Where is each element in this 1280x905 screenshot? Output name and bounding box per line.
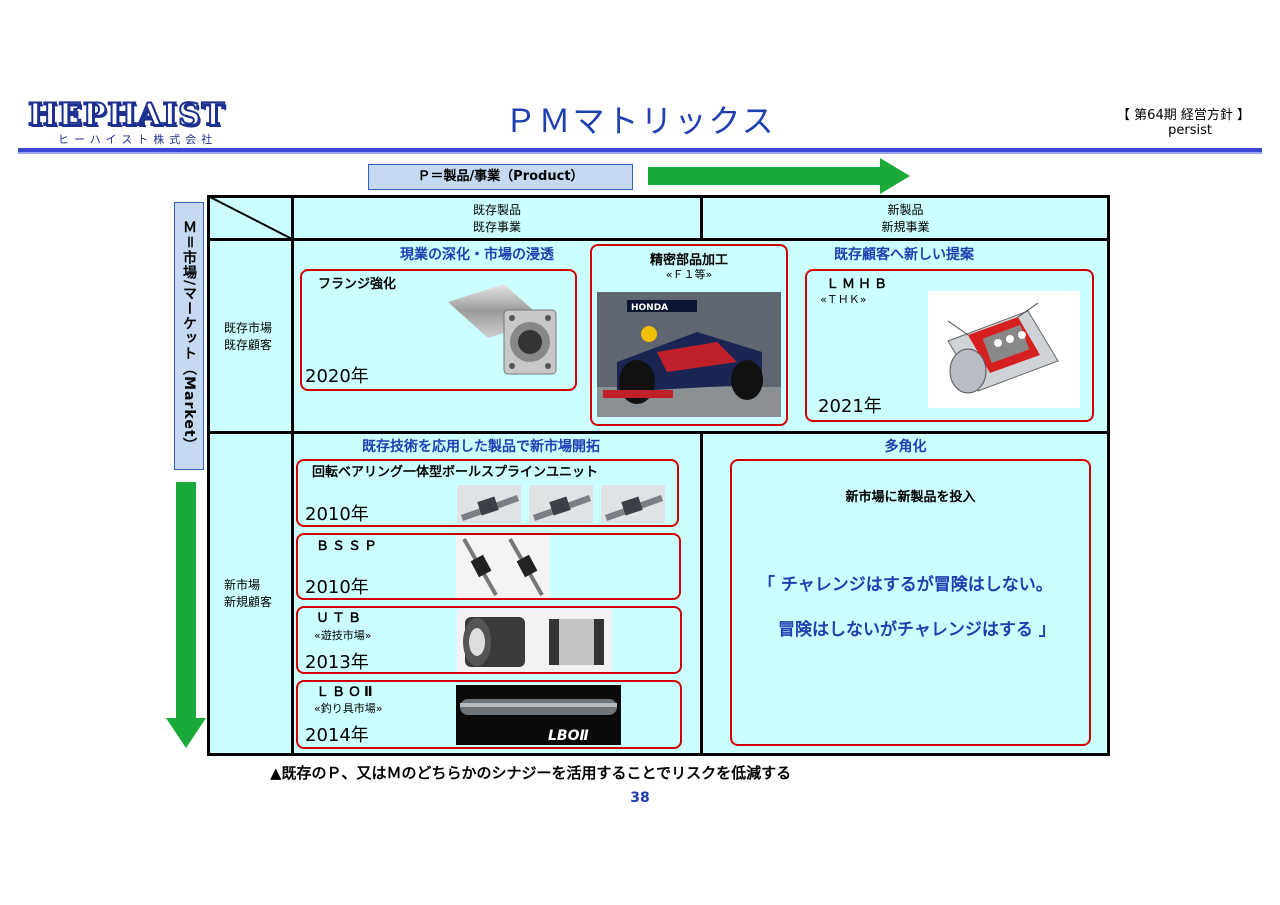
flange-year: 2020年 xyxy=(305,366,369,387)
diversification-text: 新市場に新製品を投入 xyxy=(845,490,976,505)
f1-car-image: HONDA xyxy=(597,292,781,417)
q1-heading: 現業の深化・市場の浸透 xyxy=(400,247,554,263)
motto-line2: 冒険はしないがチャレンジはする 」 xyxy=(778,620,1056,640)
arrow-down-icon xyxy=(166,482,206,748)
bssp-name: ＢＳＳＰ xyxy=(316,539,381,554)
page-number: 38 xyxy=(630,790,650,806)
company-name: ヒーハイスト株式会社 xyxy=(58,133,218,146)
pm-matrix xyxy=(207,195,1110,756)
lmhb-sub: «ＴＨＫ» xyxy=(820,293,867,306)
q3-heading: 既存技術を応用した製品で新市場開拓 xyxy=(362,439,600,455)
row-existing-market-line2: 既存顧客 xyxy=(224,338,273,352)
lmhb-diagram-image xyxy=(928,291,1080,408)
footer-note: ▲既存のＰ、又はＭのどちらかのシナジーを活用することでリスクを低減する xyxy=(270,764,792,782)
precision-parts-sub: «Ｆ１等» xyxy=(665,268,713,281)
product-axis-label: Ｐ＝製品/事業（Product） xyxy=(368,164,633,190)
col-existing-product-line2: 既存事業 xyxy=(472,220,521,234)
page-title: ＰＭマトリックス xyxy=(504,102,776,140)
utb-sub: «遊技市場» xyxy=(314,629,372,642)
flange-bushing-image xyxy=(448,284,557,375)
bssp-year: 2010年 xyxy=(305,577,369,598)
lbo-sub: «釣り具市場» xyxy=(314,702,383,715)
q4-heading: 多角化 xyxy=(884,439,927,455)
row-new-market-line1: 新市場 xyxy=(224,578,261,592)
utb-year: 2013年 xyxy=(305,652,369,673)
term-label: 【 第64期 経営方針 】 xyxy=(1117,108,1250,123)
lmhb-year: 2021年 xyxy=(818,396,882,417)
ball-spline-images xyxy=(457,485,665,523)
grid-line xyxy=(207,431,1110,434)
theme-label: persist xyxy=(1168,123,1212,138)
lbo-name: ＬＢＯⅡ xyxy=(316,685,376,700)
company-logo: HEPHAIST xyxy=(27,97,226,133)
q2-heading: 既存顧客へ新しい提案 xyxy=(834,247,974,263)
precision-parts-name: 精密部品加工 xyxy=(649,253,728,268)
row-existing-market: 既存市場 既存顧客 xyxy=(224,320,272,354)
lbo-image: LBOⅡ xyxy=(456,685,621,745)
lbo-card xyxy=(296,680,682,749)
lbo-year: 2014年 xyxy=(305,725,369,746)
ball-spline-name: 回転ベアリング一体型ボールスプラインユニット xyxy=(312,465,599,480)
lbo-logo-text: LBOⅡ xyxy=(548,728,589,744)
utb-card xyxy=(296,606,682,674)
utb-image xyxy=(457,609,612,672)
lmhb-name: ＬＭＨＢ xyxy=(826,277,891,292)
header-divider xyxy=(18,148,1262,152)
ball-spline-year: 2010年 xyxy=(305,504,369,525)
bssp-image xyxy=(456,535,550,598)
bssp-card xyxy=(296,533,681,600)
diversification-card xyxy=(730,459,1091,746)
header-divider-shadow xyxy=(18,152,1262,154)
grid-line xyxy=(700,431,703,756)
precision-parts-card xyxy=(590,244,788,426)
f1-car-sponsor-text: HONDA xyxy=(631,303,668,313)
col-existing-product-line1: 既存製品 xyxy=(472,203,521,217)
grid-line xyxy=(207,238,1110,241)
motto-line1: 「 チャレンジはするが冒険はしない。 xyxy=(758,575,1053,595)
row-new-market-line2: 新規顧客 xyxy=(224,595,273,609)
row-new-market: 新市場 新規顧客 xyxy=(224,577,272,611)
utb-name: ＵＴＢ xyxy=(316,611,365,626)
lmhb-card xyxy=(805,269,1094,422)
flange-name: フランジ強化 xyxy=(318,277,397,292)
grid-line xyxy=(700,195,703,239)
col-new-product-line2: 新規事業 xyxy=(881,220,930,234)
col-new-product: 新製品 新規事業 xyxy=(703,202,1108,236)
corner-diagonal xyxy=(208,196,292,239)
arrow-right-icon xyxy=(648,158,910,194)
flange-card xyxy=(300,269,577,391)
row-existing-market-line1: 既存市場 xyxy=(224,321,273,335)
ball-spline-card xyxy=(296,459,679,527)
grid-line xyxy=(291,195,294,756)
col-existing-product: 既存製品 既存事業 xyxy=(294,202,700,236)
market-axis-label: Ｍ＝市場/マーケット（Market） xyxy=(174,202,204,470)
col-new-product-line1: 新製品 xyxy=(887,203,924,217)
